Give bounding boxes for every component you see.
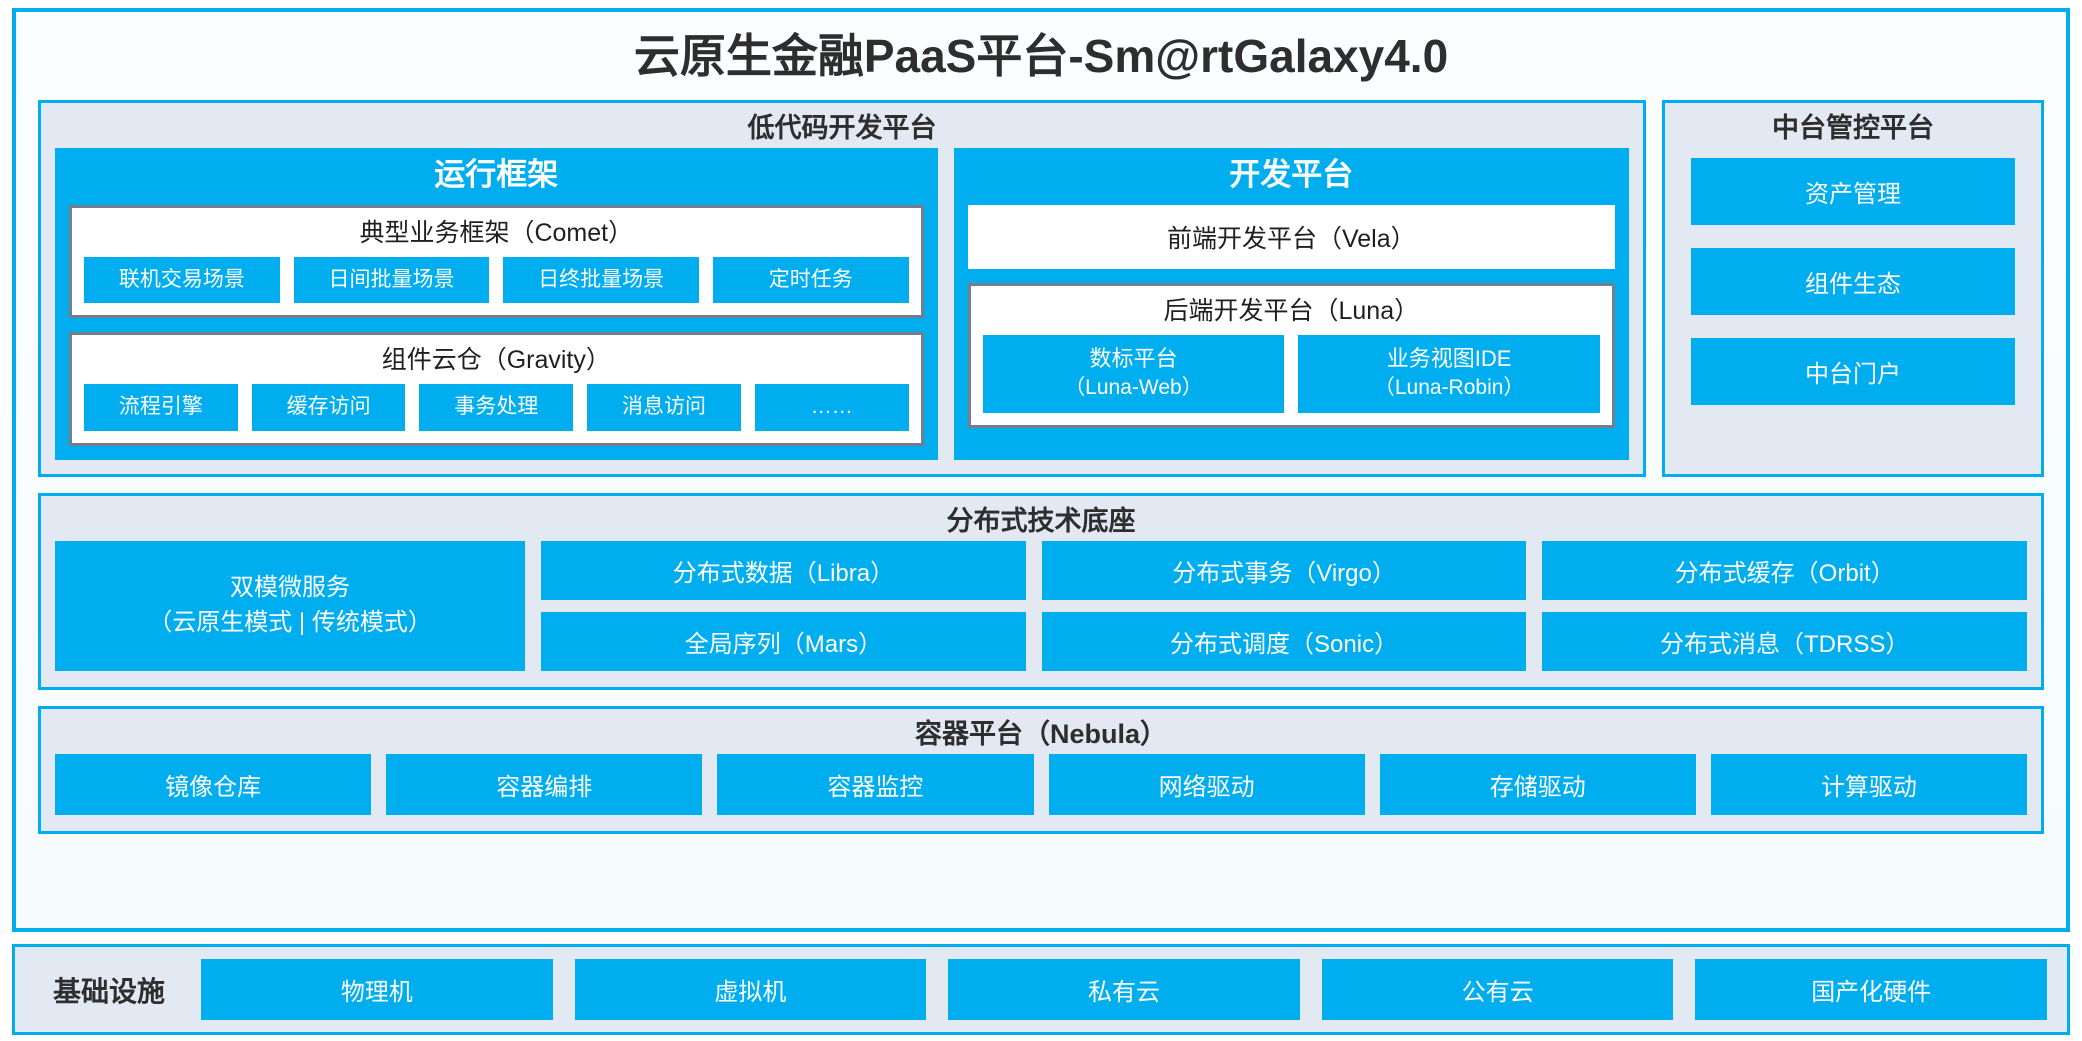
mgmt-item-asset-management[interactable]: 资产管理 xyxy=(1691,157,2015,225)
distributed-base-title: 分布式技术底座 xyxy=(946,505,1136,536)
luna-item-luna-robin[interactable]: 业务视图IDE （Luna-Robin） xyxy=(1298,335,1600,413)
container-item-orchestration[interactable]: 容器编排 xyxy=(386,754,703,816)
dist-item-virgo[interactable]: 分布式事务（Virgo） xyxy=(1041,540,1527,600)
infrastructure-item-row: 物理机 虚拟机 私有云 公有云 国产化硬件 xyxy=(201,959,2047,1020)
mgmt-item-component-ecosystem[interactable]: 组件生态 xyxy=(1691,247,2015,315)
lowcode-platform-body: 运行框架 典型业务框架（Comet） 联机交易场景 日间批量场景 日终批量场景 … xyxy=(55,147,1629,460)
mgmt-platform-title: 中台管控平台 xyxy=(1772,112,1934,143)
comet-item-scheduled-task[interactable]: 定时任务 xyxy=(712,257,909,304)
dist-item-dual-mode-microservice[interactable]: 双模微服务 （云原生模式 | 传统模式） xyxy=(55,540,526,671)
infra-item-domestic-hardware[interactable]: 国产化硬件 xyxy=(1695,959,2047,1020)
gravity-item-cache-access[interactable]: 缓存访问 xyxy=(251,384,406,431)
distributed-col-microservice: 双模微服务 （云原生模式 | 传统模式） xyxy=(55,540,526,671)
mgmt-platform-panel: 中台管控平台 资产管理 组件生态 中台门户 xyxy=(1662,99,2044,477)
mgmt-item-portal[interactable]: 中台门户 xyxy=(1691,337,2015,405)
dist-item-sonic[interactable]: 分布式调度（Sonic） xyxy=(1041,611,1527,671)
mgmt-item-list: 资产管理 组件生态 中台门户 xyxy=(1691,148,2015,458)
dev-platform-card: 开发平台 前端开发平台（Vela） 后端开发平台（Luna） 数标平台 （Lun… xyxy=(953,147,1629,460)
dist-item-libra[interactable]: 分布式数据（Libra） xyxy=(541,540,1026,600)
container-item-monitoring[interactable]: 容器监控 xyxy=(717,754,1034,816)
comet-item-online-trade[interactable]: 联机交易场景 xyxy=(84,257,280,304)
comet-box: 典型业务框架（Comet） 联机交易场景 日间批量场景 日终批量场景 定时任务 xyxy=(69,205,924,319)
microservice-line2: （云原生模式 | 传统模式） xyxy=(148,608,432,636)
top-row: 低代码开发平台 运行框架 典型业务框架（Comet） 联机交易场景 日间批量场景… xyxy=(38,99,2044,477)
runtime-framework-title: 运行框架 xyxy=(434,156,559,192)
infrastructure-panel: 基础设施 物理机 虚拟机 私有云 公有云 国产化硬件 xyxy=(12,944,2070,1035)
luna-backend-title: 后端开发平台（Luna） xyxy=(1163,297,1420,326)
gravity-item-transaction[interactable]: 事务处理 xyxy=(419,384,574,431)
microservice-line1: 双模微服务 xyxy=(230,574,351,602)
comet-item-eod-batch[interactable]: 日终批量场景 xyxy=(503,257,699,304)
gravity-chip-row: 流程引擎 缓存访问 事务处理 消息访问 …… xyxy=(84,384,909,431)
container-platform-panel: 容器平台（Nebula） 镜像仓库 容器编排 容器监控 网络驱动 存储驱动 计算… xyxy=(38,705,2044,835)
container-item-storage-driver[interactable]: 存储驱动 xyxy=(1379,754,1696,816)
luna-robin-code: （Luna-Robin） xyxy=(1373,375,1525,399)
container-item-compute-driver[interactable]: 计算驱动 xyxy=(1710,754,2028,816)
container-item-network-driver[interactable]: 网络驱动 xyxy=(1048,754,1365,816)
comet-chip-row: 联机交易场景 日间批量场景 日终批量场景 定时任务 xyxy=(84,257,909,304)
vela-frontend-box[interactable]: 前端开发平台（Vela） xyxy=(967,205,1615,270)
distributed-col-data: 分布式数据（Libra） 全局序列（Mars） xyxy=(541,540,1026,671)
infra-item-public-cloud[interactable]: 公有云 xyxy=(1321,959,1674,1020)
dev-platform-title: 开发平台 xyxy=(1229,156,1354,192)
luna-item-luna-web[interactable]: 数标平台 （Luna-Web） xyxy=(982,335,1285,413)
infra-item-physical-machine[interactable]: 物理机 xyxy=(201,959,553,1020)
container-item-image-registry[interactable]: 镜像仓库 xyxy=(55,754,372,816)
gravity-item-process-engine[interactable]: 流程引擎 xyxy=(84,384,238,431)
distributed-col-cache: 分布式缓存（Orbit） 分布式消息（TDRSS） xyxy=(1542,540,2028,671)
luna-robin-name: 业务视图IDE xyxy=(1386,346,1512,372)
distributed-col-transaction: 分布式事务（Virgo） 分布式调度（Sonic） xyxy=(1041,540,1527,671)
container-item-row: 镜像仓库 容器编排 容器监控 网络驱动 存储驱动 计算驱动 xyxy=(55,754,2028,816)
luna-web-code: （Luna-Web） xyxy=(1064,375,1203,399)
infra-item-private-cloud[interactable]: 私有云 xyxy=(948,959,1300,1020)
lowcode-platform-title: 低代码开发平台 xyxy=(747,112,937,143)
gravity-box: 组件云仓（Gravity） 流程引擎 缓存访问 事务处理 消息访问 …… xyxy=(69,332,924,446)
distributed-base-panel: 分布式技术底座 双模微服务 （云原生模式 | 传统模式） 分布式数据（Libra… xyxy=(38,492,2044,690)
comet-item-intraday-batch[interactable]: 日间批量场景 xyxy=(293,257,490,304)
lowcode-platform-panel: 低代码开发平台 运行框架 典型业务框架（Comet） 联机交易场景 日间批量场景… xyxy=(38,99,1646,477)
luna-chip-row: 数标平台 （Luna-Web） 业务视图IDE （Luna-Robin） xyxy=(982,335,1600,413)
platform-main-frame: 云原生金融PaaS平台-Sm@rtGalaxy4.0 低代码开发平台 运行框架 … xyxy=(12,8,2070,932)
gravity-item-more[interactable]: …… xyxy=(754,384,909,431)
gravity-title: 组件云仓（Gravity） xyxy=(381,346,611,375)
dist-item-tdrss[interactable]: 分布式消息（TDRSS） xyxy=(1542,611,2028,671)
infrastructure-label: 基础设施 xyxy=(53,975,166,1007)
luna-backend-box: 后端开发平台（Luna） 数标平台 （Luna-Web） 业务视图IDE （Lu… xyxy=(967,283,1615,428)
dist-item-mars[interactable]: 全局序列（Mars） xyxy=(541,611,1026,671)
infra-item-virtual-machine[interactable]: 虚拟机 xyxy=(574,959,927,1020)
comet-title: 典型业务框架（Comet） xyxy=(359,219,634,248)
gravity-item-message-access[interactable]: 消息访问 xyxy=(587,384,741,431)
luna-web-name: 数标平台 xyxy=(1089,346,1178,372)
dist-item-orbit[interactable]: 分布式缓存（Orbit） xyxy=(1542,540,2028,600)
runtime-framework-card: 运行框架 典型业务框架（Comet） 联机交易场景 日间批量场景 日终批量场景 … xyxy=(55,147,938,460)
distributed-base-body: 双模微服务 （云原生模式 | 传统模式） 分布式数据（Libra） 全局序列（M… xyxy=(55,540,2028,671)
container-platform-title: 容器平台（Nebula） xyxy=(914,718,1168,749)
page-title: 云原生金融PaaS平台-Sm@rtGalaxy4.0 xyxy=(633,30,1449,82)
